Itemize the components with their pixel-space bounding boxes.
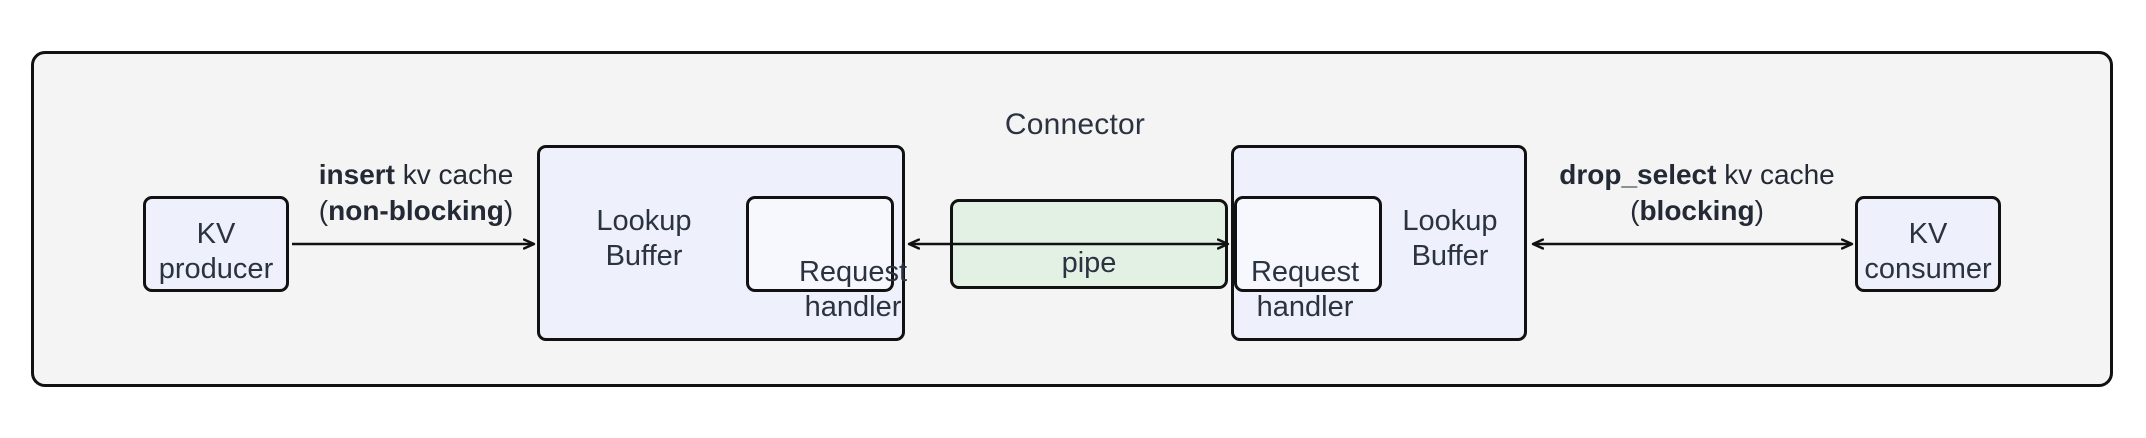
node-kv-producer[interactable]: KV producer [143, 196, 289, 292]
edge-label-insert-object: kv cache [402, 159, 514, 190]
edge-label-drop-select-mode: blocking [1639, 195, 1755, 227]
node-lookup-buffer-left[interactable]: Lookup Buffer Request handler [537, 145, 907, 341]
node-request-handler-left[interactable]: Request handler [746, 196, 907, 323]
node-request-handler-right[interactable]: Request handler [1234, 196, 1382, 323]
node-lookup-buffer-left-label: Lookup Buffer [596, 205, 692, 273]
edge-label-insert-mode: non-blocking [328, 195, 504, 227]
node-kv-producer-label: KV producer [158, 218, 274, 286]
edge-label-insert-op: insert [318, 159, 395, 190]
edge-label-drop-select-open-paren: ( [1630, 195, 1640, 227]
edge-label-insert-open-paren: ( [318, 195, 329, 227]
node-request-handler-left-label: Request handler [798, 256, 907, 324]
node-request-handler-right-label: Request handler [1250, 256, 1359, 324]
node-kv-consumer[interactable]: KV consumer [1855, 196, 2001, 292]
edge-label-drop-select-object: kv cache [1724, 159, 1835, 190]
connector-title: Connector [1004, 108, 1146, 141]
edge-label-insert: insert kv cache (non-blocking) [292, 157, 540, 230]
node-pipe-label: pipe [1061, 247, 1117, 279]
node-pipe[interactable]: pipe [950, 199, 1228, 289]
node-lookup-buffer-right[interactable]: Lookup Buffer Request handler [1231, 145, 1527, 341]
edge-label-insert-close-paren: ) [503, 195, 514, 227]
edge-label-drop-select-close-paren: ) [1754, 195, 1764, 227]
edge-label-drop-select-line1: drop_select kv cache [1537, 157, 1857, 193]
edge-label-drop-select: drop_select kv cache (blocking) [1537, 157, 1857, 230]
edge-label-drop-select-op: drop_select [1559, 159, 1717, 190]
node-kv-consumer-label: KV consumer [1864, 218, 1992, 286]
edge-label-drop-select-line2: (blocking) [1537, 193, 1857, 229]
node-lookup-buffer-right-label: Lookup Buffer [1402, 205, 1498, 273]
edge-label-insert-line1: insert kv cache [292, 157, 540, 193]
edge-label-insert-line2: (non-blocking) [292, 193, 540, 229]
